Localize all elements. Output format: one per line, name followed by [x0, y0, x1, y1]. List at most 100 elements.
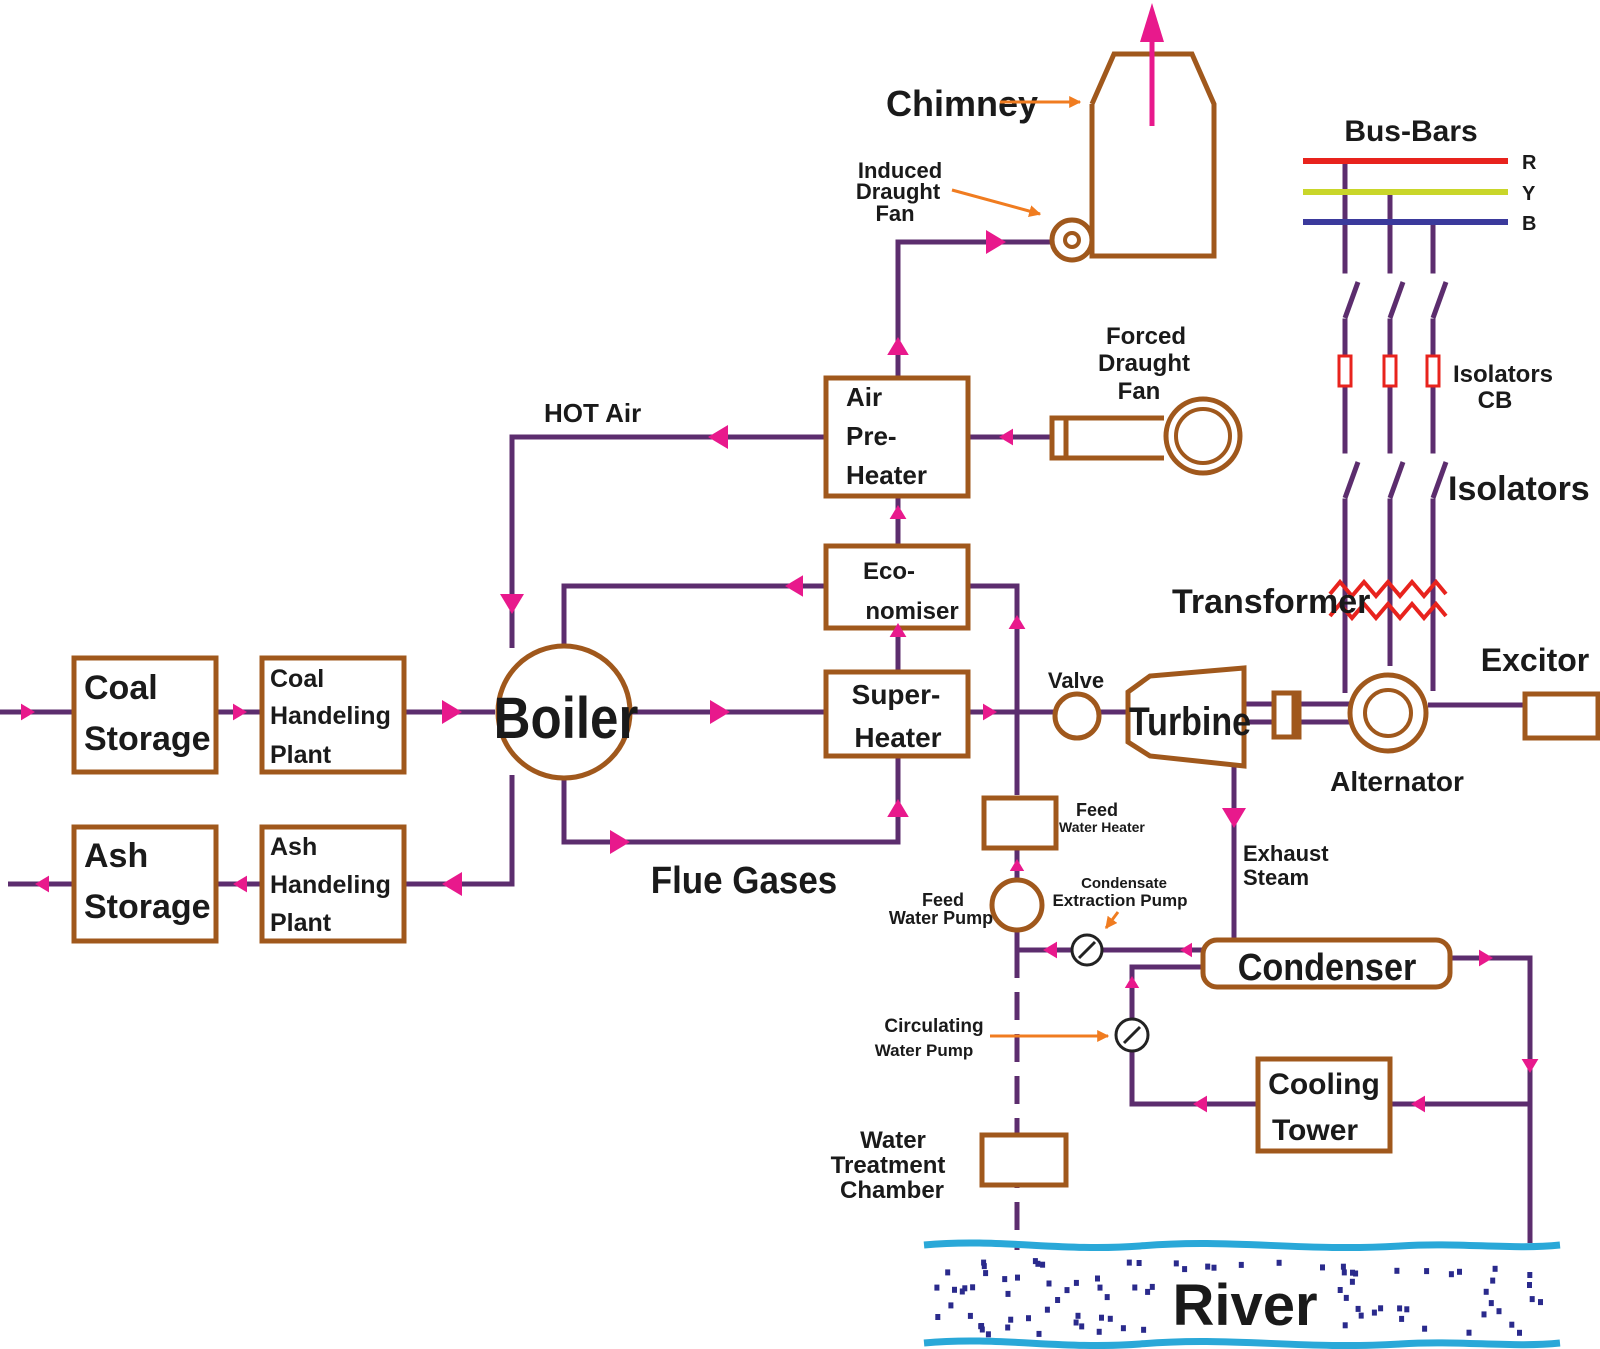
flow-arrow [1008, 615, 1026, 629]
coal-storage-label-2: Storage [84, 720, 211, 758]
coal-handling-label-3: Plant [270, 741, 332, 769]
circulating-pump-label-2: Water Pump [875, 1041, 974, 1060]
river-dot [1015, 1274, 1020, 1281]
isolator-upper-b [1430, 281, 1449, 319]
river-dot [978, 1323, 984, 1330]
river-dot [1132, 1284, 1138, 1291]
flow-arrow [1009, 859, 1025, 871]
exhaust-steam-label-1: Exhaust [1243, 841, 1329, 866]
induced-draught-fan-label-1: Induced [858, 158, 942, 183]
river-dot [1064, 1287, 1070, 1294]
river-dot [1490, 1277, 1496, 1284]
condensate-pump-label-2: Extraction Pump [1052, 891, 1187, 910]
flow-arrow [35, 875, 49, 893]
river-dot [1095, 1275, 1100, 1282]
isolator-upper-y [1387, 281, 1406, 319]
phase-y-label: Y [1522, 183, 1536, 205]
flow-arrow [1043, 941, 1057, 959]
river-dot [1126, 1259, 1132, 1266]
superheater-label-1: Super- [852, 679, 941, 710]
river-dot [945, 1269, 951, 1276]
flow-arrow [1124, 976, 1140, 988]
feed-water-heater: Feed Water Heater [981, 795, 1145, 851]
superheater-label-2: Heater [854, 722, 941, 753]
river-dot [1008, 1316, 1014, 1323]
ash-handling-label-1: Ash [270, 833, 317, 861]
river-dot [981, 1263, 987, 1270]
isolators-cb-label-1: Isolators [1453, 361, 1553, 388]
river-dot [1005, 1290, 1011, 1297]
flow-arrow [233, 875, 247, 893]
forced-draught-fan-label-1: Forced [1106, 323, 1186, 350]
air-preheater-label-1: Air [846, 382, 882, 412]
economiser-label-2: nomiser [865, 598, 958, 625]
river-dot [1005, 1324, 1011, 1331]
river-dot [1517, 1329, 1522, 1336]
isolators-cb-label-2: CB [1478, 387, 1513, 414]
condenser-label: Condenser [1238, 945, 1417, 988]
isolator-lower-r [1342, 461, 1361, 499]
river-dot [1149, 1283, 1155, 1290]
river-dot [1107, 1315, 1113, 1322]
river-dot [1073, 1319, 1079, 1326]
river-dot [1040, 1261, 1046, 1268]
river-dot [1343, 1294, 1349, 1301]
river-dot [1466, 1329, 1472, 1336]
river-dot [1509, 1321, 1515, 1328]
river-dot [1488, 1300, 1494, 1307]
flow-arrow [999, 428, 1013, 446]
ash-storage-label-1: Ash [84, 837, 148, 875]
river-dot [1448, 1271, 1454, 1278]
economiser-label-1: Eco- [863, 558, 915, 585]
river-dot [1079, 1323, 1085, 1330]
ash-handling-plant: Ash Handeling Plant [259, 824, 407, 944]
ash-storage-label-2: Storage [84, 888, 211, 926]
condensate-extraction-pump: Condensate Extraction Pump [1052, 875, 1188, 967]
alternator-label: Alternator [1330, 766, 1464, 797]
river-dot [1353, 1270, 1359, 1277]
river-dot [1342, 1322, 1348, 1329]
forced-draught-fan-label-3: Fan [1118, 378, 1161, 405]
river-dot [1529, 1296, 1535, 1303]
flow-arrow [1222, 808, 1246, 828]
river-dot [1394, 1267, 1400, 1274]
river-dot [1320, 1264, 1325, 1271]
river-dot [1032, 1258, 1038, 1265]
river-dot [935, 1314, 941, 1320]
river: River [923, 1239, 1561, 1349]
air-preheater-label-2: Pre- [846, 421, 897, 451]
river-dot [1276, 1259, 1282, 1266]
river-dot [1349, 1278, 1355, 1285]
river-dot [1483, 1288, 1489, 1295]
river-dot [1205, 1263, 1211, 1270]
river-dot [1099, 1314, 1104, 1321]
ash-handling-label-3: Plant [270, 909, 332, 937]
river-dot [934, 1284, 940, 1291]
flow-arrow [500, 594, 524, 614]
excitor: Excitor [1481, 642, 1600, 741]
forced-draught-fan-label-2: Draught [1098, 350, 1190, 377]
switchgear: Isolators CB Isolators [1334, 273, 1590, 508]
river-dot [1182, 1266, 1188, 1273]
feed-water-heater-label-1: Feed [1076, 800, 1118, 820]
cooling-tower: Cooling Tower [1255, 1056, 1393, 1154]
river-dot [1055, 1297, 1061, 1303]
turbine-label: Turbine [1129, 698, 1251, 743]
flow-arrow [1411, 1095, 1425, 1113]
isolators-label: Isolators [1448, 470, 1590, 508]
chimney: Chimney [886, 3, 1217, 259]
river-dot [948, 1302, 954, 1309]
river-dot [1457, 1268, 1462, 1275]
river-dot [1355, 1305, 1361, 1312]
river-dot [1527, 1282, 1532, 1288]
flow-arrow [1193, 1095, 1207, 1113]
feed-water-pump: Feed Water Pump [889, 877, 1045, 933]
flow-arrow [986, 230, 1006, 254]
river-dot [1104, 1294, 1110, 1301]
river-dot [962, 1285, 968, 1292]
flow-arrow [708, 425, 728, 449]
flow-arrow [233, 703, 247, 721]
river-dot [1358, 1312, 1364, 1319]
induced-draught-fan-label-2: Draught [856, 179, 941, 204]
river-label: River [1172, 1273, 1317, 1338]
